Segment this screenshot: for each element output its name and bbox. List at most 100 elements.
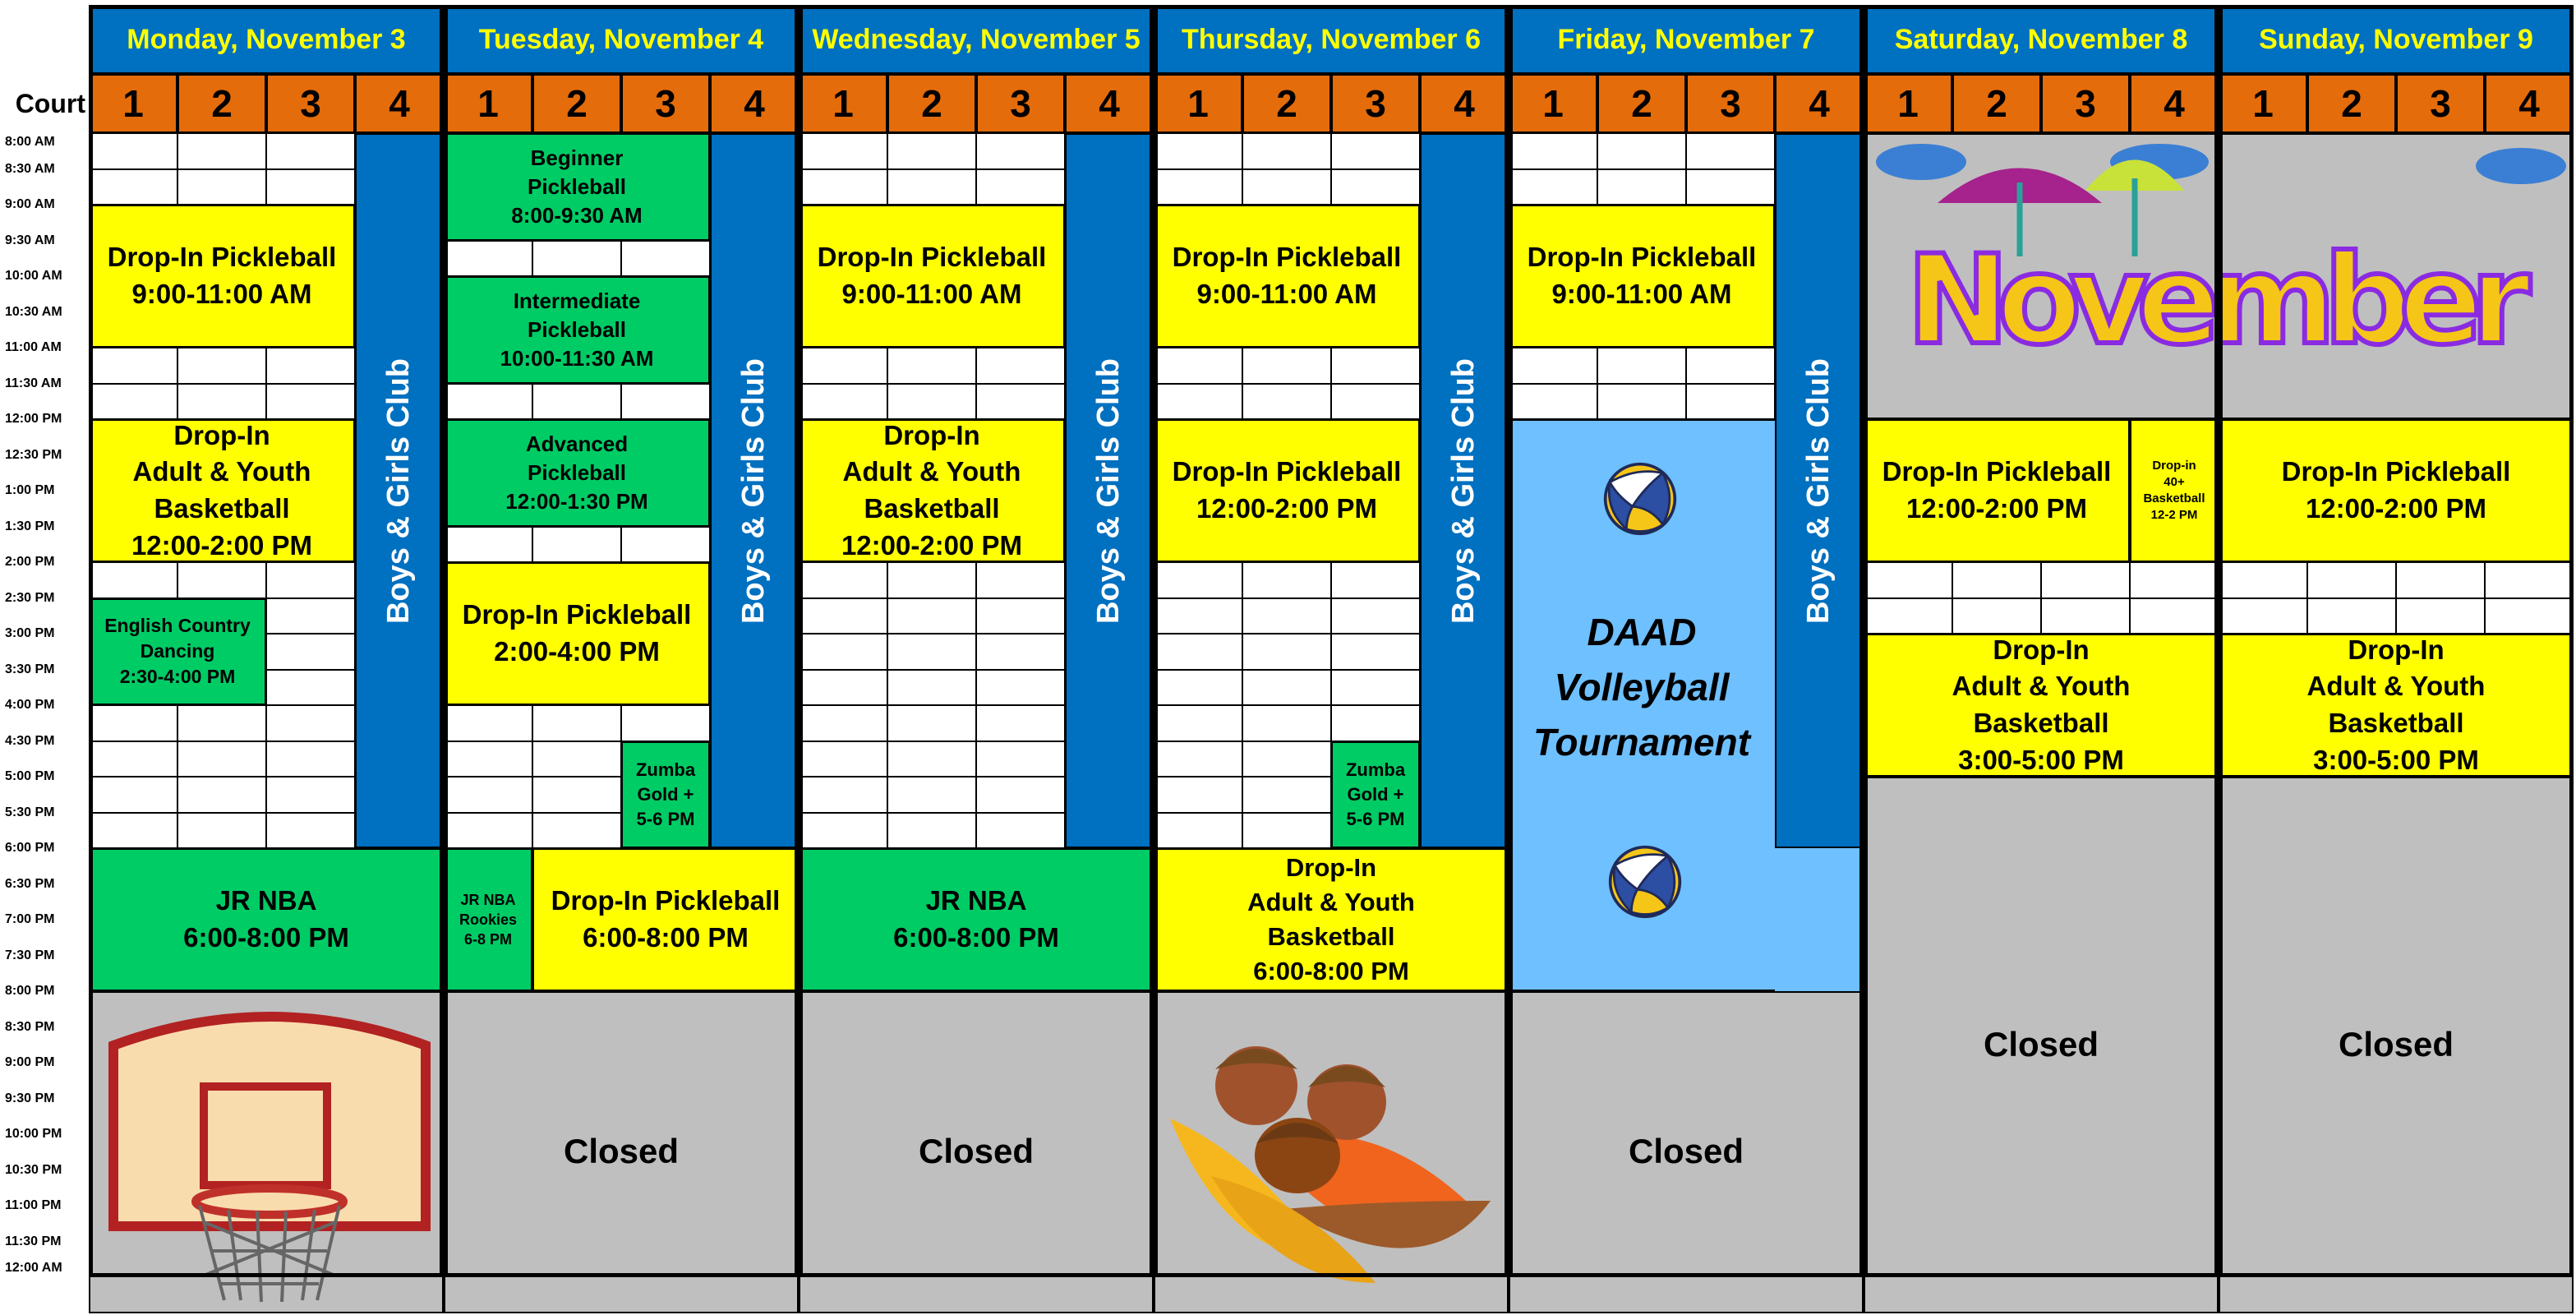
open-court-slot[interactable] [2485,598,2574,634]
open-court-slot[interactable] [266,705,355,741]
open-court-slot[interactable] [444,526,532,562]
open-court-slot[interactable] [444,777,532,813]
open-court-slot[interactable] [799,705,887,741]
open-court-slot[interactable] [266,598,355,634]
open-court-slot[interactable] [621,383,710,419]
open-court-slot[interactable] [976,812,1065,848]
open-court-slot[interactable] [89,741,177,777]
open-court-slot[interactable] [1154,634,1242,670]
open-court-slot[interactable] [1154,168,1242,205]
open-court-slot[interactable] [532,705,621,741]
open-court-slot[interactable] [2307,598,2396,634]
open-court-slot[interactable] [266,168,355,205]
open-court-slot[interactable] [532,526,621,562]
open-court-slot[interactable] [1242,705,1331,741]
open-court-slot[interactable] [1154,383,1242,419]
open-court-slot[interactable] [976,705,1065,741]
open-court-slot[interactable] [887,777,976,813]
open-court-slot[interactable] [177,383,266,419]
open-court-slot[interactable] [1154,777,1242,813]
open-court-slot[interactable] [887,598,976,634]
open-court-slot[interactable] [1597,348,1686,384]
open-court-slot[interactable] [887,562,976,598]
open-court-slot[interactable] [799,562,887,598]
open-court-slot[interactable] [976,562,1065,598]
boys-girls-club-block[interactable]: Boys & Girls Club [710,133,799,848]
open-court-slot[interactable] [1154,562,1242,598]
open-court-slot[interactable] [1686,133,1775,169]
open-court-slot[interactable] [177,705,266,741]
boys-girls-club-block[interactable]: Boys & Girls Club [1775,133,1864,848]
open-court-slot[interactable] [1154,598,1242,634]
open-court-slot[interactable] [1154,741,1242,777]
open-court-slot[interactable] [444,383,532,419]
open-court-slot[interactable] [177,348,266,384]
open-court-slot[interactable] [799,133,887,169]
open-court-slot[interactable] [887,348,976,384]
open-court-slot[interactable] [799,634,887,670]
open-court-slot[interactable] [887,812,976,848]
open-court-slot[interactable] [1331,598,1420,634]
open-court-slot[interactable] [1154,705,1242,741]
open-court-slot[interactable] [1242,133,1331,169]
closed-block[interactable]: Closed [2219,777,2574,1313]
open-court-slot[interactable] [1331,562,1420,598]
open-court-slot[interactable] [2485,562,2574,598]
open-court-slot[interactable] [976,598,1065,634]
open-court-slot[interactable] [266,812,355,848]
open-court-slot[interactable] [976,383,1065,419]
open-court-slot[interactable] [177,741,266,777]
open-court-slot[interactable] [89,133,177,169]
open-court-slot[interactable] [1242,812,1331,848]
boys-girls-club-block[interactable]: Boys & Girls Club [355,133,444,848]
open-court-slot[interactable] [89,383,177,419]
open-court-slot[interactable] [532,240,621,276]
open-court-slot[interactable] [976,669,1065,705]
closed-block[interactable]: Closed [444,991,799,1313]
open-court-slot[interactable] [2219,562,2307,598]
open-court-slot[interactable] [266,741,355,777]
open-court-slot[interactable] [799,598,887,634]
boys-girls-club-block[interactable]: Boys & Girls Club [1420,133,1509,848]
open-court-slot[interactable] [177,777,266,813]
open-court-slot[interactable] [799,777,887,813]
open-court-slot[interactable] [799,383,887,419]
open-court-slot[interactable] [444,705,532,741]
open-court-slot[interactable] [266,348,355,384]
open-court-slot[interactable] [532,777,621,813]
open-court-slot[interactable] [887,133,976,169]
open-court-slot[interactable] [266,634,355,670]
open-court-slot[interactable] [1242,348,1331,384]
open-court-slot[interactable] [887,634,976,670]
open-court-slot[interactable] [1331,669,1420,705]
open-court-slot[interactable] [1331,168,1420,205]
open-court-slot[interactable] [887,705,976,741]
open-court-slot[interactable] [2396,598,2485,634]
open-court-slot[interactable] [1242,383,1331,419]
open-court-slot[interactable] [266,383,355,419]
open-court-slot[interactable] [1242,777,1331,813]
open-court-slot[interactable] [444,741,532,777]
closed-block[interactable] [89,991,444,1313]
open-court-slot[interactable] [266,777,355,813]
open-court-slot[interactable] [266,133,355,169]
open-court-slot[interactable] [1154,133,1242,169]
open-court-slot[interactable] [976,634,1065,670]
open-court-slot[interactable] [887,168,976,205]
open-court-slot[interactable] [799,669,887,705]
open-court-slot[interactable] [532,383,621,419]
open-court-slot[interactable] [1864,562,1952,598]
